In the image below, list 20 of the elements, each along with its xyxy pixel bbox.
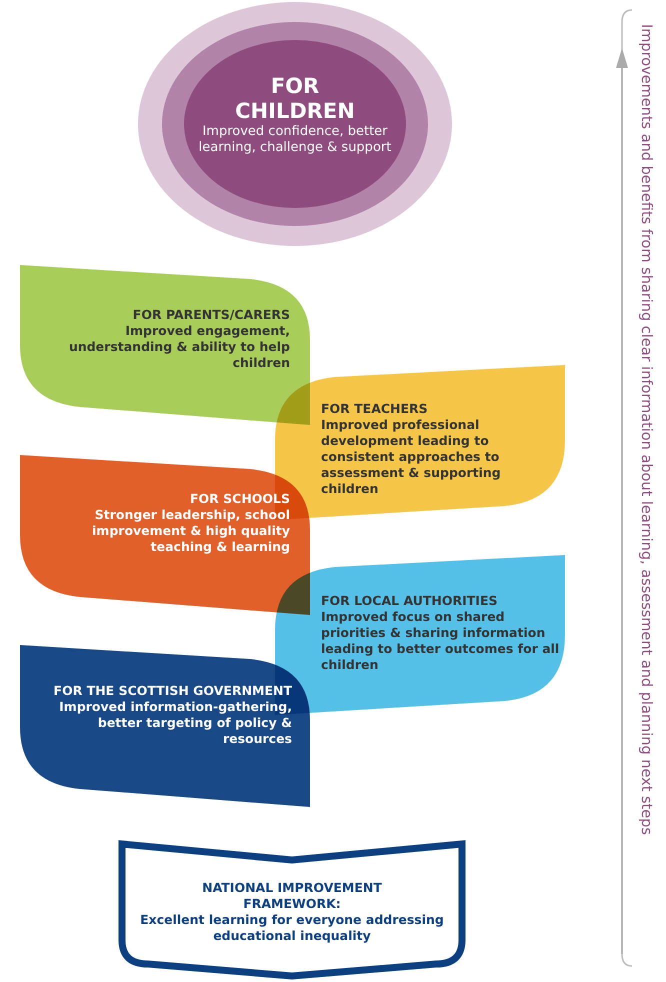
description: Stronger leadership, school improvement & high quality teaching & learning bbox=[91, 507, 290, 555]
heading: FOR CHILDREN bbox=[234, 74, 356, 124]
heading: FOR PARENTS/CARERS bbox=[132, 307, 290, 323]
petal-panel bbox=[20, 265, 310, 425]
concentric-circles bbox=[138, 2, 452, 246]
heading: FOR SCHOOLS bbox=[189, 491, 290, 507]
description: Improved information-gathering, better targeting of policy & resources bbox=[58, 699, 292, 747]
heading: NATIONAL IMPROVEMENT FRAMEWORK: bbox=[201, 880, 383, 912]
side-caption: Improvements and benefits from sharing clear information about learning, assessment and planning next steps bbox=[638, 24, 654, 835]
description: Improved engagement, understanding & ability to help children bbox=[68, 323, 290, 371]
description: Improved confidence, better learning, challenge & support bbox=[198, 124, 392, 156]
chevron-banner bbox=[118, 840, 466, 980]
heading: FOR THE SCOTTISH GOVERNMENT bbox=[52, 683, 292, 699]
heading: FOR TEACHERS bbox=[321, 401, 429, 417]
description: Improved focus on shared priorities & sharing information leading to better outcomes for all children bbox=[321, 609, 560, 673]
description: Improved professional development leading to consistent approaches to assessment & supporting children bbox=[321, 417, 502, 497]
petal-panel bbox=[20, 645, 310, 807]
description: Excellent learning for everyone addressing educational inequality bbox=[139, 912, 445, 944]
heading: FOR LOCAL AUTHORITIES bbox=[321, 593, 499, 609]
petal-panel bbox=[20, 455, 310, 615]
